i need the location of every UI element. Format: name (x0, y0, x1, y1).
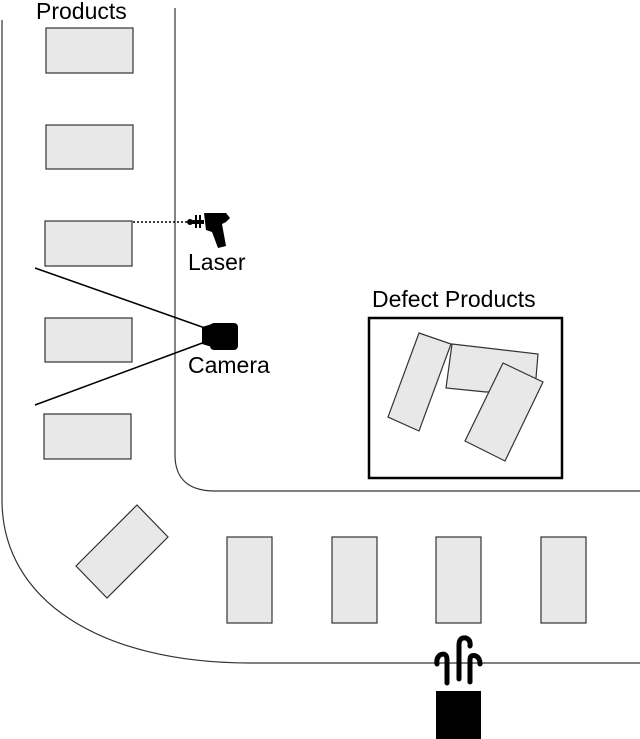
product-4 (44, 317, 133, 363)
camera-icon (202, 323, 238, 350)
product-h4 (540, 536, 587, 624)
air-jet-icon (434, 635, 483, 739)
laser-gun-icon (187, 213, 230, 248)
defect-products-label: Defect Products (372, 286, 536, 312)
product-2 (45, 124, 134, 170)
defect-bin (367, 316, 564, 480)
camera-fov-bottom (34, 341, 206, 406)
defect-product-3 (464, 362, 544, 462)
camera-label: Camera (188, 352, 270, 378)
product-h3 (435, 536, 482, 624)
laser-label: Laser (188, 249, 246, 275)
product-1 (45, 27, 134, 74)
camera-fov-top (34, 267, 206, 329)
product-corner (75, 504, 169, 599)
product-h1 (226, 536, 273, 624)
belt-outer-edge (1, 20, 640, 664)
products-label: Products (36, 0, 127, 24)
product-5 (43, 413, 132, 460)
product-3 (44, 220, 133, 267)
belt-inner-edge (174, 8, 640, 492)
defect-product-1 (387, 332, 452, 432)
product-h2 (331, 536, 378, 624)
